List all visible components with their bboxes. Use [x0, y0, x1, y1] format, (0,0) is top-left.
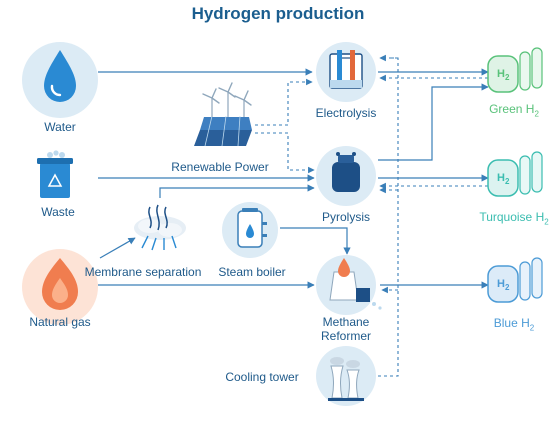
membrane-separation-icon	[134, 204, 186, 251]
label-green-hydrogen: Green H2	[489, 102, 539, 121]
label-membrane-separation: Membrane separation	[84, 265, 202, 279]
electrolysis-icon	[316, 42, 376, 102]
label-green-hydrogen-text: Green H	[489, 102, 535, 116]
dashed-cooling-loop	[378, 57, 399, 377]
dashed-power-to-electrolysis	[255, 78, 313, 126]
arrow-boiler-to-reformer	[280, 227, 351, 255]
green-tank-symbol-text: H	[497, 68, 505, 80]
label-blue-hydrogen: Blue H2	[494, 316, 534, 335]
green-hydrogen-tank-icon	[487, 47, 543, 93]
cooling-tower-icon	[316, 346, 376, 406]
label-methane-reformer-2: Reformer	[320, 329, 372, 343]
turquoise-hydrogen-tank-icon	[487, 151, 543, 197]
label-green-hydrogen-sub: 2	[534, 109, 539, 119]
waste-bin-icon	[37, 150, 73, 198]
label-electrolysis: Electrolysis	[315, 106, 377, 120]
label-cooling-tower: Cooling tower	[225, 370, 299, 384]
blue-hydrogen-tank-icon	[487, 257, 543, 303]
diagram-title: Hydrogen production	[191, 4, 365, 23]
flame-icon	[22, 249, 98, 325]
turquoise-tank-symbol-text: H	[497, 172, 505, 184]
label-turquoise-hydrogen-text: Turquoise H	[479, 210, 545, 224]
arrow-pyrolysis-to-green	[378, 83, 489, 161]
label-natural-gas: Natural gas	[29, 315, 91, 329]
label-waste: Waste	[41, 205, 75, 219]
methane-reformer-icon	[316, 255, 382, 315]
label-steam-boiler: Steam boiler	[218, 265, 286, 279]
steam-boiler-icon	[222, 202, 278, 258]
arrow-gas-to-membrane	[99, 237, 136, 259]
pyrolysis-icon	[316, 146, 376, 206]
arrow-membrane-to-pyrolysis	[159, 184, 315, 198]
blue-tank-symbol-sub: 2	[504, 283, 510, 293]
label-turquoise-hydrogen-sub: 2	[544, 217, 549, 227]
label-pyrolysis: Pyrolysis	[321, 210, 371, 224]
label-blue-hydrogen-text: Blue H	[493, 316, 530, 330]
turquoise-tank-symbol-sub: 2	[504, 177, 510, 187]
blue-tank-symbol: H2	[497, 278, 509, 292]
turquoise-tank-symbol: H2	[497, 172, 509, 186]
green-tank-symbol-sub: 2	[504, 73, 510, 83]
flow-arrows	[98, 68, 489, 289]
label-renewable-power: Renewable Power	[171, 160, 269, 174]
blue-tank-symbol-text: H	[497, 278, 505, 290]
label-blue-hydrogen-sub: 2	[529, 323, 535, 333]
label-water: Water	[44, 120, 76, 134]
label-methane-reformer-1: Methane	[322, 315, 370, 329]
label-turquoise-hydrogen: Turquoise H2	[479, 210, 548, 229]
dashed-arrows	[255, 54, 488, 377]
renewable-power-icon	[194, 82, 252, 147]
water-icon	[22, 42, 98, 118]
green-tank-symbol: H2	[497, 68, 509, 82]
